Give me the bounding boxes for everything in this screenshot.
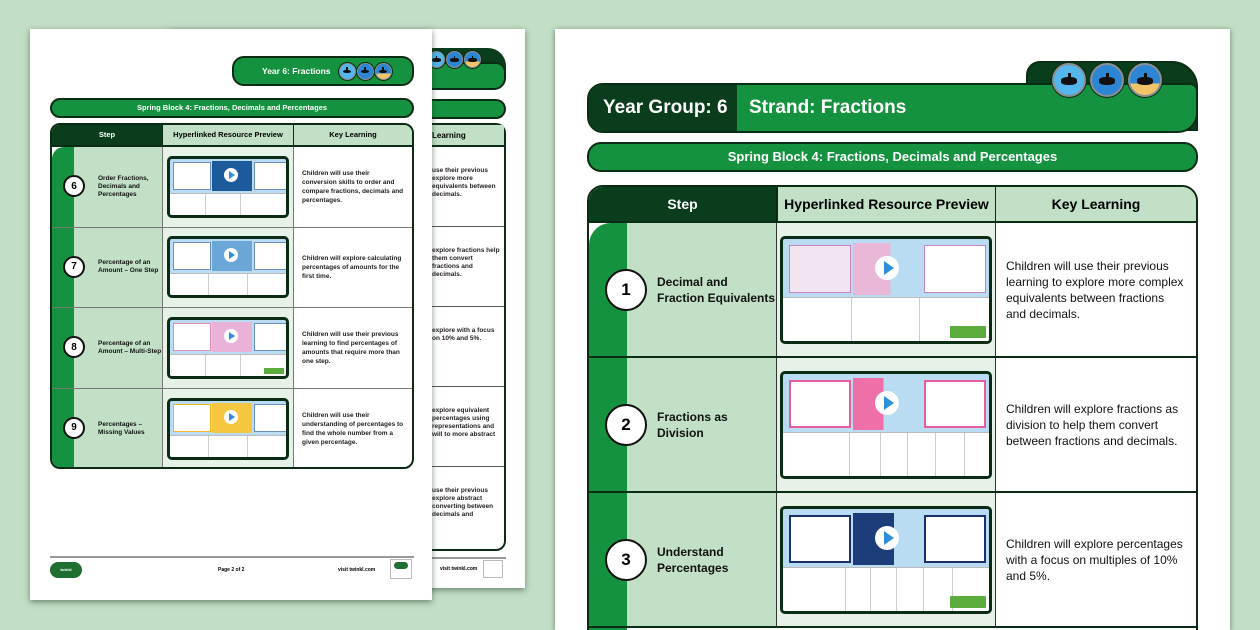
table-row: 6 Order Fractions, Decimals and Percenta… xyxy=(52,147,412,228)
column-header-preview: Hyperlinked Resource Preview xyxy=(776,187,996,221)
key-learning-text: Children will explore percentages with a… xyxy=(1006,536,1183,583)
page-number: Page 2 of 2 xyxy=(218,567,245,573)
submarine-icon xyxy=(1090,63,1124,97)
lets-go-badge xyxy=(950,325,986,338)
table-header: Step Hyperlinked Resource Preview Key Le… xyxy=(52,125,412,147)
back-table: Learning use their previous explore more… xyxy=(370,123,506,551)
step-number: 1 xyxy=(605,269,647,311)
resource-preview-link[interactable] xyxy=(167,397,289,460)
back-badges xyxy=(428,51,481,68)
submarine-icon xyxy=(1052,63,1086,97)
submarine-icon xyxy=(338,62,356,80)
step-number: 7 xyxy=(63,255,85,278)
step-number: 2 xyxy=(605,404,647,446)
right-document-page: Year Group: 6 Strand: Fractions Spring B… xyxy=(555,29,1230,630)
play-icon[interactable] xyxy=(224,248,238,263)
step-title: Understand Percentages xyxy=(627,493,776,626)
badge-group xyxy=(1052,63,1162,97)
table-row: 1 Decimal and Fraction Equivalents Child… xyxy=(589,223,1196,358)
twinkl-logo: twinkl xyxy=(50,562,82,578)
back-cell: explore with a focus on 10% and 5%. xyxy=(370,307,504,387)
step-number: 6 xyxy=(63,175,85,197)
column-header-step: Step xyxy=(52,125,162,145)
table-row: 7 Percentage of an Amount – One Step Chi… xyxy=(52,227,412,308)
key-learning-text: Children will use their conversion skill… xyxy=(302,169,404,204)
step-title: Percentage of an Amount – Multi-Step xyxy=(74,308,162,388)
footer-divider xyxy=(370,557,506,559)
back-cell: explore fractions help them convert frac… xyxy=(370,227,504,307)
play-icon[interactable] xyxy=(224,328,238,343)
footer-divider xyxy=(50,556,414,558)
column-header-key-learning: Key Learning xyxy=(996,187,1196,221)
key-learning-text: Children will use their previous learnin… xyxy=(1006,258,1184,321)
step-title: Fractions as Division xyxy=(627,358,776,491)
back-cell: use their previous explore more equivale… xyxy=(370,147,504,227)
badge-group xyxy=(338,62,392,80)
steps-table: Step Hyperlinked Resource Preview Key Le… xyxy=(587,185,1198,630)
submarine-icon xyxy=(464,51,481,68)
table-row: 3 Understand Percentages Children will e… xyxy=(589,493,1196,628)
step-number: 3 xyxy=(605,539,647,581)
key-learning-text: Children will explore fractions as divis… xyxy=(1006,401,1179,448)
resource-preview-link[interactable] xyxy=(167,236,289,299)
play-icon[interactable] xyxy=(875,525,899,550)
key-learning-text: Children will use their understanding of… xyxy=(302,411,404,446)
resource-preview-link[interactable] xyxy=(780,505,992,614)
play-icon[interactable] xyxy=(875,255,899,280)
step-title: Percentages – Missing Values xyxy=(74,388,162,467)
resource-preview-link[interactable] xyxy=(780,235,992,344)
back-cell: explore equivalent percentages using rep… xyxy=(370,387,504,467)
resource-preview-link[interactable] xyxy=(780,370,992,479)
steps-table: Step Hyperlinked Resource Preview Key Le… xyxy=(50,123,414,469)
table-row: 2 Fractions as Division Children will ex… xyxy=(589,358,1196,493)
footer-url: visit twinkl.com xyxy=(338,567,376,573)
column-header-preview: Hyperlinked Resource Preview xyxy=(162,125,294,145)
play-icon[interactable] xyxy=(224,409,238,424)
key-learning-text: Children will explore calculating percen… xyxy=(302,254,402,280)
resource-preview-link[interactable] xyxy=(167,316,289,379)
quality-badge-icon xyxy=(483,560,503,578)
quality-badge-icon xyxy=(390,559,412,579)
lets-go-badge xyxy=(264,367,284,374)
submarine-icon xyxy=(446,51,463,68)
table-row: 8 Percentage of an Amount – Multi-Step C… xyxy=(52,308,412,389)
step-number: 9 xyxy=(63,416,85,439)
column-header-step: Step xyxy=(589,187,776,221)
submarine-icon xyxy=(1128,63,1162,97)
resource-preview-link[interactable] xyxy=(167,155,289,218)
left-document-page: Year 6: Fractions Spring Block 4: Fracti… xyxy=(30,29,432,600)
year-group-label: Year Group: 6 xyxy=(589,85,737,131)
play-icon[interactable] xyxy=(224,167,238,182)
strand-label: Strand: Fractions xyxy=(749,97,907,118)
table-row: 9 Percentages – Missing Values Children … xyxy=(52,388,412,467)
step-number: 8 xyxy=(63,336,85,358)
step-title: Order Fractions, Decimals and Percentage… xyxy=(74,147,162,227)
page-title: Year 6: Fractions xyxy=(262,66,331,76)
step-title: Percentage of an Amount – One Step xyxy=(74,227,162,307)
key-learning-text: Children will use their previous learnin… xyxy=(302,330,400,365)
play-icon[interactable] xyxy=(875,390,899,415)
submarine-icon xyxy=(356,62,374,80)
block-title: Spring Block 4: Fractions, Decimals and … xyxy=(50,98,414,118)
table-header: Step Hyperlinked Resource Preview Key Le… xyxy=(589,187,1196,223)
block-title: Spring Block 4: Fractions, Decimals and … xyxy=(587,142,1198,172)
back-cell: use their previous explore abstract conv… xyxy=(432,487,494,518)
lets-go-badge xyxy=(950,595,986,608)
page-title-bar: Year 6: Fractions xyxy=(232,56,414,86)
column-header-key-learning: Key Learning xyxy=(294,125,412,145)
footer-url: visit twinkl.com xyxy=(440,566,478,572)
submarine-icon xyxy=(374,62,392,80)
step-title: Decimal and Fraction Equivalents xyxy=(627,223,776,356)
